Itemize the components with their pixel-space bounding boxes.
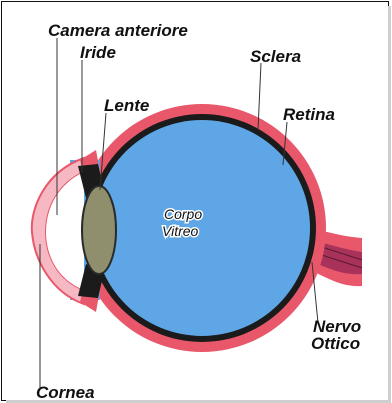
label-corpo: Corpo — [164, 206, 202, 222]
label-iride: Iride — [80, 43, 116, 62]
label-camera-anteriore: Camera anteriore — [48, 21, 188, 40]
label-vitreo: Vitreo — [162, 223, 199, 239]
label-lente: Lente — [104, 96, 149, 115]
lens — [82, 186, 116, 274]
vitreous-body — [94, 120, 310, 336]
label-retina: Retina — [283, 105, 335, 124]
label-cornea: Cornea — [36, 383, 95, 402]
label-sclera: Sclera — [250, 47, 301, 66]
label-ottico: Ottico — [311, 334, 360, 353]
